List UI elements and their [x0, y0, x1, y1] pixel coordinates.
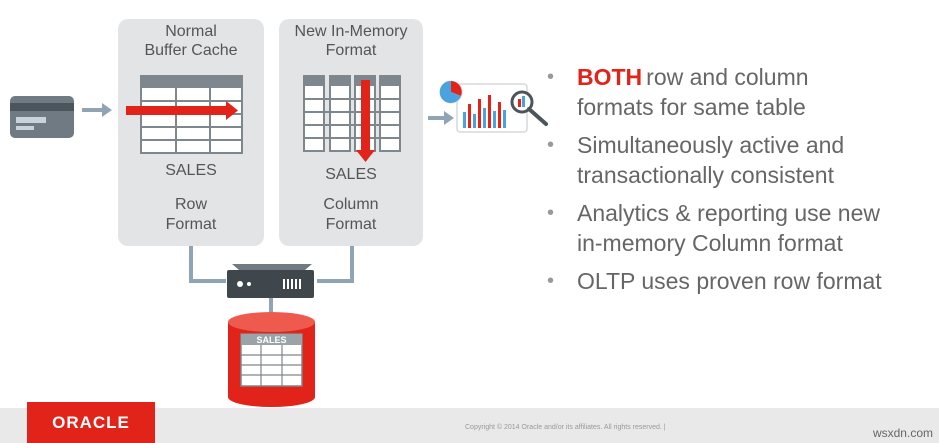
column-scan-arrow-icon [356, 80, 375, 162]
oracle-logo: ORACLE [27, 402, 155, 443]
row-panel-title-line1: Normal [165, 23, 217, 40]
row-scan-arrow-icon [126, 101, 238, 120]
watermark-text: wsxdn.com [872, 426, 933, 440]
column-panel-title-line1: New In-Memory [294, 23, 408, 40]
bullet-dot: • [547, 202, 555, 224]
bullet-dot: • [547, 270, 555, 292]
bullet-item: • OLTP uses proven row format [545, 266, 930, 296]
credit-card-icon [10, 96, 74, 138]
bullet-dot: • [547, 66, 555, 88]
bullet-text-line1: OLTP uses proven row format [577, 268, 882, 294]
row-panel-title-line2: Buffer Cache [144, 42, 238, 59]
bullet-text-line1: Analytics & reporting use new [577, 200, 880, 226]
bullet-item: • Simultaneously active and transactiona… [545, 130, 930, 190]
column-panel-format-line1: Column [323, 196, 379, 213]
arrow-to-analytics-icon [428, 111, 454, 125]
row-panel-format-line2: Format [165, 216, 217, 233]
copyright-text: Copyright © 2014 Oracle and/or its affil… [465, 424, 666, 431]
bullet-text-line2: transactionally consistent [577, 162, 834, 188]
bullet-text-line2: formats for same table [577, 94, 806, 120]
bullet-item: • Analytics & reporting use new in-memor… [545, 198, 930, 258]
bullet-text-line2: in-memory Column format [577, 230, 843, 256]
bullet-highlight: BOTH [577, 64, 643, 90]
column-format-table-icon [303, 75, 401, 152]
analytics-chart-icon [439, 80, 528, 133]
server-icon [227, 264, 314, 298]
database-label: SALES [256, 335, 287, 345]
bullet-dot: • [547, 134, 555, 156]
bullet-text-line1: Simultaneously active and [577, 132, 845, 158]
database-icon [228, 312, 315, 407]
arrow-right-icon [82, 103, 112, 117]
column-panel-title-line2: Format [325, 42, 377, 59]
magnifier-icon [510, 90, 548, 126]
row-panel-format-line1: Row [174, 196, 207, 213]
column-panel-table-name: SALES [325, 166, 377, 183]
bullet-text-line1: row and column [646, 64, 809, 90]
footer-bar [0, 408, 939, 443]
row-panel-table-name: SALES [165, 162, 217, 179]
server-connector-lines [189, 246, 354, 283]
column-panel-format-line2: Format [325, 216, 377, 233]
